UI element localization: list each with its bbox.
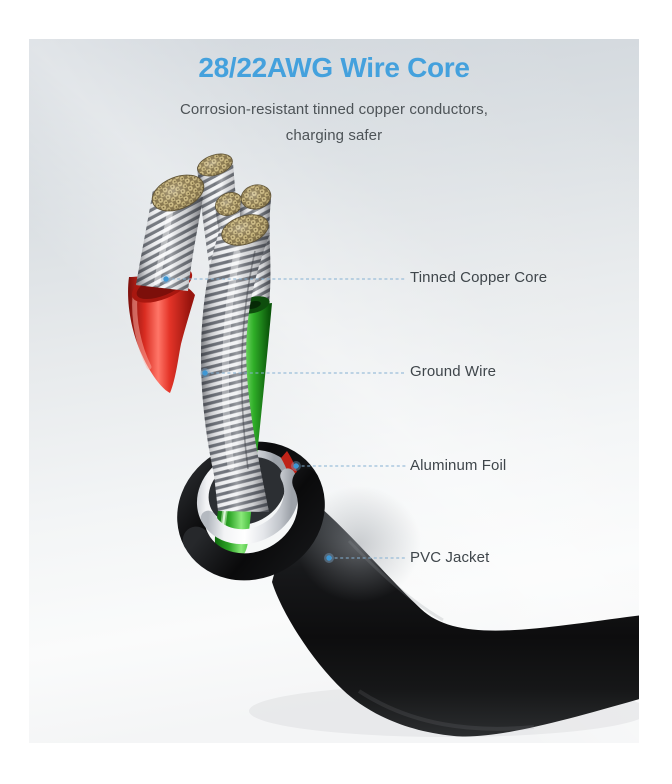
callout-label-ground-wire: Ground Wire xyxy=(410,363,497,380)
subtitle-line2: charging safer xyxy=(285,127,383,144)
pvc-jacket-ring-front xyxy=(182,468,325,581)
callout-leaders xyxy=(166,278,408,559)
callout-label-tinned-copper-core: Tinned Copper Core xyxy=(410,269,548,286)
callout-dot-ground-wire xyxy=(202,370,208,376)
pvc-jacket-tube xyxy=(272,486,639,737)
image-stage: 28/22AWG Wire Core Corrosion-resistant t… xyxy=(29,39,639,743)
callout-dot-tinned-copper-core xyxy=(163,276,169,282)
callout-dot-aluminum-foil xyxy=(293,463,299,469)
callout-dot-pvc-jacket xyxy=(326,555,332,561)
cable-diagram-illustration xyxy=(29,39,639,743)
callout-dots xyxy=(161,274,334,563)
studio-background xyxy=(29,39,639,743)
aluminum-foil-wrap xyxy=(200,468,299,545)
callout-label-aluminum-foil: Aluminum Foil xyxy=(410,457,507,474)
braided-ground-wire-bundle xyxy=(201,214,270,512)
stranded-tinned-copper-wire xyxy=(136,174,205,291)
subtitle-line1: Corrosion-resistant tinned copper conduc… xyxy=(180,101,488,118)
callout-label-pvc-jacket: PVC Jacket xyxy=(410,549,490,566)
page-title: 28/22AWG Wire Core xyxy=(198,52,470,83)
